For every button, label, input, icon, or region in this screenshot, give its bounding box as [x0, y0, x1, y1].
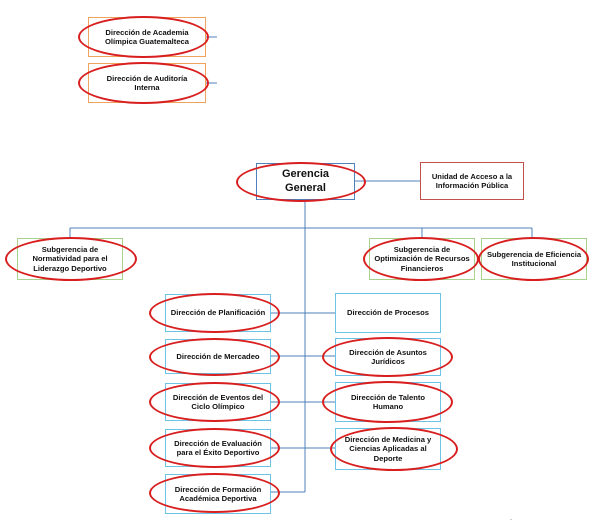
- label-subgerencia-normatividad: Subgerencia de Normatividad para el Lide…: [32, 244, 108, 273]
- footer-mark: -: [510, 517, 512, 523]
- label-unidad-acceso: Unidad de Acceso a la Información Públic…: [431, 171, 513, 190]
- box-direccion-procesos: Dirección de Procesos: [335, 293, 441, 333]
- label-subgerencia-optimizacion: Subgerencia de Optimización de Recursos …: [374, 244, 470, 273]
- label-auditoria-interna: Dirección de Auditoría Interna: [106, 73, 188, 92]
- label-direccion-mercadeo: Dirección de Mercadeo: [176, 351, 260, 361]
- box-subgerencia-normatividad: Subgerencia de Normatividad para el Lide…: [17, 238, 123, 280]
- box-auditoria-interna: Dirección de Auditoría Interna: [88, 63, 206, 103]
- label-gerencia-general: Gerencia General: [281, 167, 330, 194]
- label-direccion-procesos: Dirección de Procesos: [347, 308, 429, 318]
- box-subgerencia-eficiencia: Subgerencia de Eficiencia Institucional: [481, 238, 587, 280]
- box-direccion-juridicos: Dirección de Asuntos Jurídicos: [335, 338, 441, 376]
- box-unidad-acceso: Unidad de Acceso a la Información Públic…: [420, 162, 524, 200]
- box-subgerencia-optimizacion: Subgerencia de Optimización de Recursos …: [369, 238, 475, 280]
- box-direccion-eventos: Dirección de Eventos del Ciclo Olímpico: [165, 383, 271, 421]
- box-direccion-formacion: Dirección de Formación Académica Deporti…: [165, 474, 271, 514]
- label-academia-olimpica: Dirección de Academia Olímpica Guatemalt…: [105, 27, 189, 46]
- box-direccion-medicina: Dirección de Medicina y Ciencias Aplicad…: [335, 428, 441, 470]
- label-direccion-eventos: Dirección de Eventos del Ciclo Olímpico: [172, 392, 264, 411]
- box-gerencia-general: Gerencia General: [256, 163, 355, 200]
- label-direccion-medicina: Dirección de Medicina y Ciencias Aplicad…: [344, 434, 432, 463]
- box-direccion-mercadeo: Dirección de Mercadeo: [165, 339, 271, 374]
- label-direccion-juridicos: Dirección de Asuntos Jurídicos: [349, 347, 427, 366]
- box-academia-olimpica: Dirección de Academia Olímpica Guatemalt…: [88, 17, 206, 57]
- box-direccion-planificacion: Dirección de Planificación: [165, 294, 271, 332]
- label-direccion-evaluacion: Dirección de Evaluación para el Éxito De…: [174, 438, 262, 457]
- box-direccion-evaluacion: Dirección de Evaluación para el Éxito De…: [165, 429, 271, 467]
- label-direccion-formacion: Dirección de Formación Académica Deporti…: [174, 484, 262, 503]
- label-direccion-planificacion: Dirección de Planificación: [170, 308, 266, 318]
- box-direccion-talento: Dirección de Talento Humano: [335, 382, 441, 422]
- label-direccion-talento: Dirección de Talento Humano: [350, 392, 426, 411]
- label-subgerencia-eficiencia: Subgerencia de Eficiencia Institucional: [486, 249, 582, 268]
